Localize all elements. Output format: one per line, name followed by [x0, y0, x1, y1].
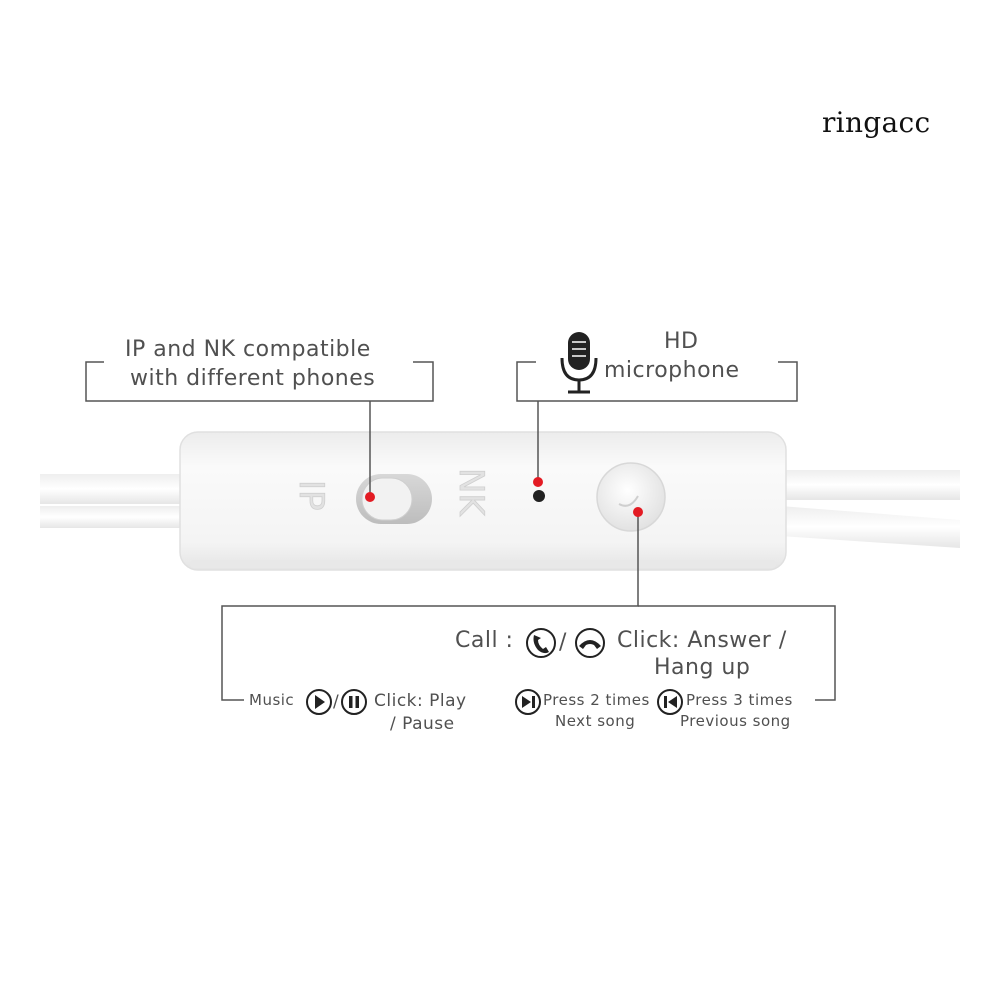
next-label-line1: Press 2 times [543, 691, 650, 709]
microphone-icon [560, 332, 598, 394]
brand-logo: ringacc [822, 106, 931, 139]
play-icon [306, 689, 332, 715]
phone-hangup-icon [575, 628, 605, 658]
call-separator: / [559, 630, 567, 655]
next-track-icon [515, 689, 541, 715]
compat-label-line1: IP and NK compatible [125, 337, 371, 362]
red-markers [365, 477, 643, 517]
microphone-hole [533, 490, 545, 502]
music-action-line1: Click: Play [374, 691, 467, 711]
controls-bracket [221, 512, 836, 701]
mic-label-line1: HD [664, 329, 699, 354]
ip-nk-switch[interactable] [356, 474, 432, 524]
next-label-line2: Next song [555, 712, 636, 730]
cable-right [780, 470, 960, 548]
call-action-line2: Hang up [654, 655, 751, 680]
control-button[interactable] [596, 462, 666, 532]
cable-left [40, 474, 190, 528]
call-label: Call : [455, 628, 514, 653]
phone-answer-icon [526, 628, 556, 658]
compat-bracket [85, 361, 434, 496]
switch-label-nk: NK [451, 468, 491, 517]
compat-label-line2: with different phones [130, 366, 376, 391]
switch-label-ip: IP [291, 480, 331, 511]
mic-label-line2: microphone [604, 358, 740, 383]
previous-track-icon [657, 689, 683, 715]
mic-bracket [516, 361, 798, 482]
call-action-line1: Click: Answer / [617, 628, 787, 653]
music-separator: / [333, 692, 340, 712]
music-label: Music [249, 691, 295, 709]
prev-label-line2: Previous song [680, 712, 791, 730]
music-action-line2: / Pause [390, 714, 455, 734]
prev-label-line1: Press 3 times [686, 691, 793, 709]
pause-icon [341, 689, 367, 715]
